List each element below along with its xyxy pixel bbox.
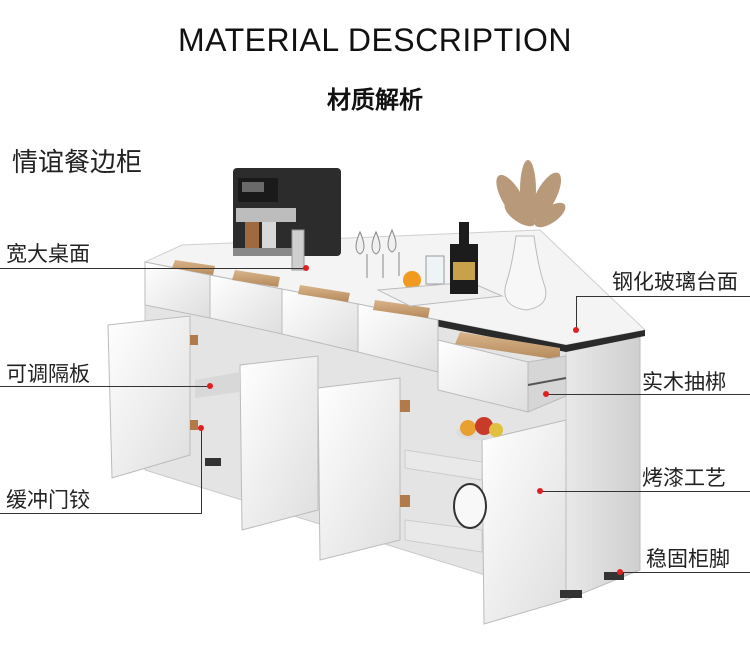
fruit-bowl	[456, 417, 503, 440]
callout-dot	[617, 569, 623, 575]
cabinet-foot	[560, 590, 582, 598]
cabinet-foot	[604, 572, 624, 580]
cabinet-foot	[205, 458, 221, 466]
callout-line	[0, 386, 210, 387]
callout-line	[576, 296, 750, 297]
callout-dot	[573, 327, 579, 333]
callout-wide-top: 宽大桌面	[6, 242, 90, 266]
cabinet-top-edge	[145, 262, 645, 352]
callout-line	[620, 572, 750, 573]
callout-dot	[537, 488, 543, 494]
whiskey-bottle	[450, 222, 478, 294]
callout-line	[540, 491, 750, 492]
orange	[403, 271, 421, 289]
callout-adjustable-shelf: 可调隔板	[6, 362, 90, 386]
callout-buffer-hinge: 缓冲门铰	[6, 488, 90, 512]
cabinet-doors	[107, 315, 567, 625]
callout-line	[546, 394, 750, 395]
glass-cup	[425, 255, 445, 285]
coffee-machine	[233, 168, 341, 271]
callout-line-vertical	[576, 296, 577, 328]
callout-baking-paint: 烤漆工艺	[642, 466, 726, 490]
pampas-grass	[496, 160, 566, 228]
callout-dot	[303, 265, 309, 271]
callout-dot	[207, 383, 213, 389]
product-name: 情谊餐边柜	[12, 148, 143, 178]
callout-dot	[543, 391, 549, 397]
page-subtitle: 材质解析	[327, 86, 423, 114]
cabinet-side-panel	[565, 329, 641, 601]
callout-line	[0, 268, 306, 269]
page-title: MATERIAL DESCRIPTION	[177, 22, 573, 58]
callout-dot	[198, 425, 204, 431]
plate	[453, 483, 487, 529]
drawer-row	[144, 260, 567, 413]
callout-tempered-glass-top: 钢化玻璃台面	[612, 270, 738, 294]
vase	[504, 235, 547, 311]
callout-stable-feet: 稳固柜脚	[646, 547, 730, 571]
wine-glasses	[355, 228, 400, 278]
callout-line-vertical	[201, 428, 202, 514]
callout-solid-wood-drawer: 实木抽梆	[642, 370, 726, 394]
callout-line	[0, 513, 202, 514]
